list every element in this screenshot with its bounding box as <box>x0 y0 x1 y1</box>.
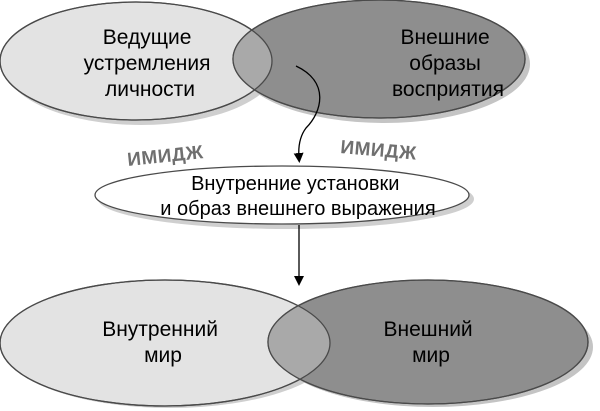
middle-line-2: и образ внешнего выражения <box>160 198 435 220</box>
top-right-line-2: образы <box>409 52 481 75</box>
top-right-line-1: Внешние <box>401 26 490 49</box>
top-right-line-3: восприятия <box>392 78 504 101</box>
top-right-ellipse-text: Внешние образы восприятия <box>392 26 504 101</box>
curved-arrow-top-to-middle <box>293 65 321 163</box>
bottom-left-line-1: Внутренний <box>102 318 218 341</box>
bottom-ellipse-pair: Внутренний мир Внешний мир <box>0 279 593 408</box>
bottom-left-line-2: мир <box>144 344 182 367</box>
top-left-ellipse-outline <box>0 1 273 121</box>
top-left-ellipse-text: Ведущие устремления личности <box>84 26 217 101</box>
top-ellipse-pair: Ведущие устремления личности Внешние обр… <box>0 0 530 125</box>
top-left-line-2: устремления <box>84 52 211 75</box>
top-left-line-3: личности <box>105 78 195 101</box>
middle-line-1: Внутренние установки <box>191 173 399 195</box>
bottom-left-ellipse-outline <box>0 279 331 407</box>
image-label-left: ИМИДЖ <box>126 142 204 171</box>
middle-ellipse <box>94 165 470 225</box>
bottom-right-ellipse-outline <box>267 279 589 405</box>
middle-ellipse-group: Внутренние установки и образ внешнего вы… <box>94 165 474 229</box>
bottom-right-line-2: мир <box>412 344 450 367</box>
bottom-left-ellipse-text: Внутренний мир <box>102 318 224 367</box>
top-right-ellipse-outline <box>232 0 526 119</box>
bottom-right-ellipse-text: Внешний мир <box>383 318 478 367</box>
image-label-right: ИМИДЖ <box>340 137 418 165</box>
top-left-line-1: Ведущие <box>103 26 192 49</box>
middle-ellipse-text: Внутренние установки и образ внешнего вы… <box>160 173 435 220</box>
bottom-right-line-1: Внешний <box>383 318 472 341</box>
